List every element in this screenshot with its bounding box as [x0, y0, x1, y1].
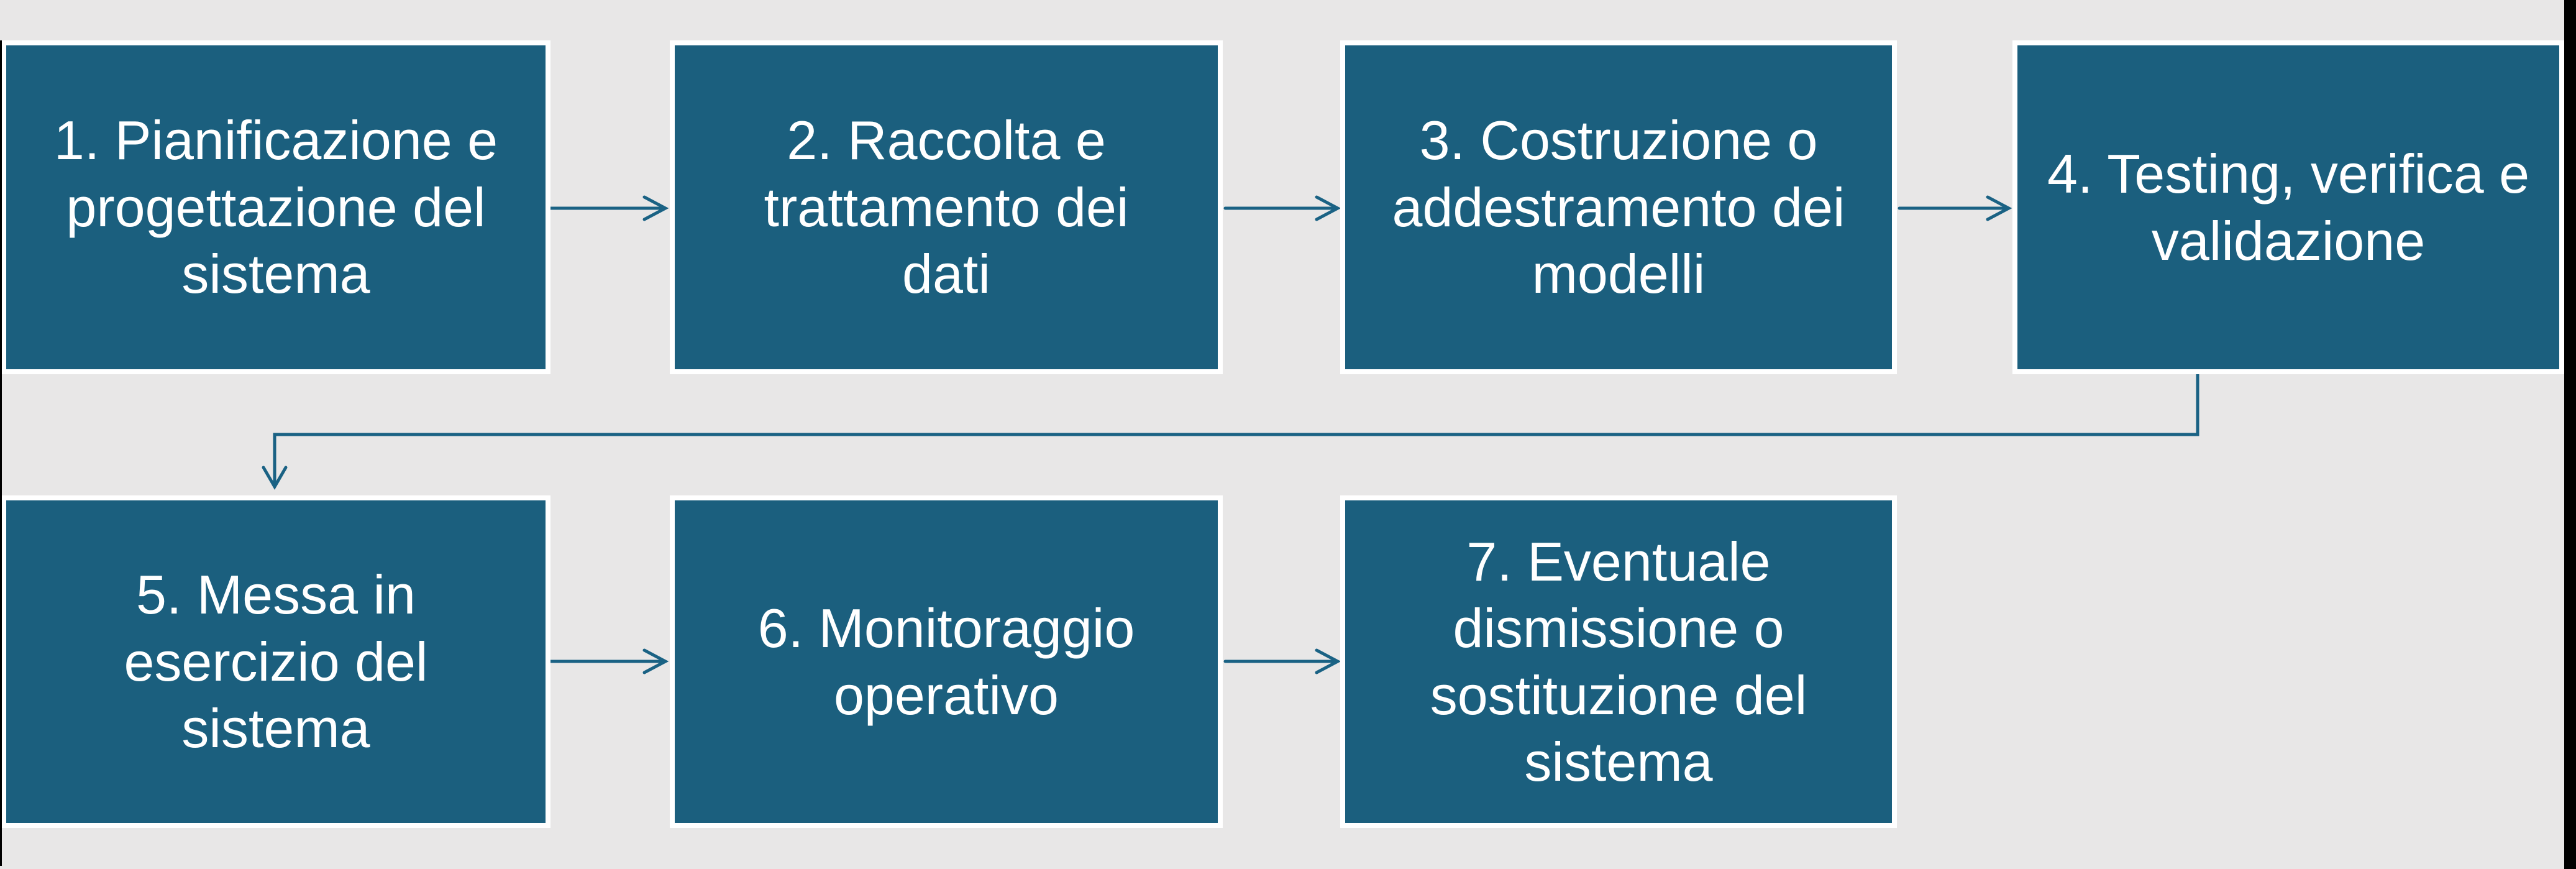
flow-step-4: 4. Testing, verifica e validazione: [2012, 40, 2564, 374]
flow-step-4-label: 4. Testing, verifica e validazione: [2047, 143, 2530, 272]
right-edge-artifact: [2564, 0, 2576, 869]
connector-arrow-1-2: [549, 195, 669, 221]
flow-step-2-label: 2. Raccolta e trattamento dei dati: [764, 109, 1129, 305]
connector-arrow-5-6: [549, 648, 669, 674]
flow-step-7-label: 7. Eventuale dismissione o sostituzione …: [1430, 530, 1807, 793]
left-edge-artifact: [0, 40, 2, 866]
flow-step-7: 7. Eventuale dismissione o sostituzione …: [1340, 495, 1897, 828]
flow-step-2: 2. Raccolta e trattamento dei dati: [670, 40, 1223, 374]
flow-step-5: 5. Messa in esercizio del sistema: [1, 495, 550, 828]
connector-arrow-2-3: [1223, 195, 1341, 221]
connector-arrow-6-7: [1223, 648, 1341, 674]
connector-elbow-arrow-4-5: [262, 372, 2199, 490]
flow-step-6: 6. Monitoraggio operativo: [670, 495, 1223, 828]
flow-step-1-label: 1. Pianificazione e progettazione del si…: [53, 109, 498, 305]
flow-step-1: 1. Pianificazione e progettazione del si…: [1, 40, 550, 374]
flow-step-3-label: 3. Costruzione o addestramento dei model…: [1392, 109, 1845, 305]
flow-step-6-label: 6. Monitoraggio operativo: [757, 597, 1135, 726]
flow-step-3: 3. Costruzione o addestramento dei model…: [1340, 40, 1897, 374]
connector-arrow-3-4: [1898, 195, 2012, 221]
flow-step-5-label: 5. Messa in esercizio del sistema: [124, 564, 428, 760]
